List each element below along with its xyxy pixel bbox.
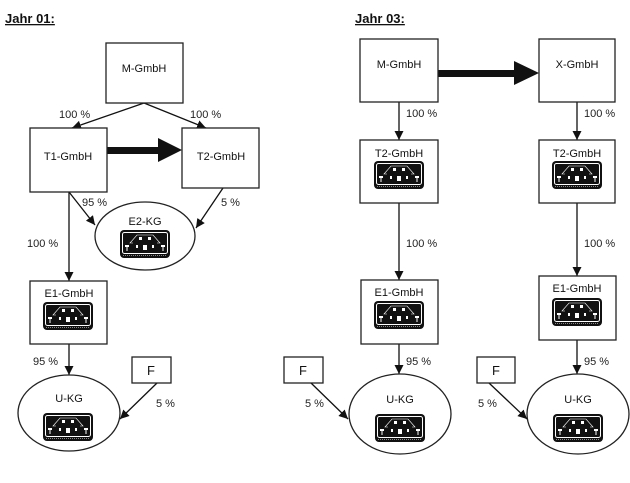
edge-label: 5 %: [478, 398, 497, 410]
edge-f-u: [119, 382, 158, 420]
node-label: E2-KG: [128, 216, 161, 228]
edge-t1-e2: [68, 191, 96, 226]
node-label: M-GmbH: [122, 63, 167, 75]
node-label: T2-GmbH: [197, 151, 245, 163]
edge-label: 95 %: [82, 197, 107, 209]
node-label: E1-GmbH: [45, 288, 94, 300]
edge-label: 5 %: [305, 398, 324, 410]
node-label: E1-GmbH: [553, 283, 602, 295]
panel-jahr-03: Jahr 03: M-GmbH X-GmbH T2-GmbH T2-GmbH E…: [283, 11, 630, 455]
house-icon: [374, 161, 424, 189]
node-t2-gmbh: [181, 127, 260, 189]
node-label: U-KG: [55, 393, 83, 405]
node-label: F: [147, 363, 155, 378]
node-m-gmbh: [359, 38, 439, 103]
edge-label: 5 %: [221, 197, 240, 209]
node-t1-gmbh: [29, 127, 108, 193]
node-label: X-GmbH: [556, 59, 599, 71]
node-label: T2-GmbH: [375, 148, 423, 160]
edge-t2-e2: [195, 187, 224, 229]
panel-title: Jahr 01:: [5, 11, 55, 26]
edge-label: 5 %: [156, 398, 175, 410]
edge-m-t1: [71, 102, 145, 130]
node-label: M-GmbH: [377, 59, 422, 71]
node-label: U-KG: [386, 394, 414, 406]
node-t2-gmbh: [538, 139, 616, 204]
edge-f-u: [310, 382, 349, 420]
house-icon: [552, 161, 602, 189]
edge-label: 100 %: [190, 109, 221, 121]
node-label: F: [299, 363, 307, 378]
house-icon: [374, 301, 424, 329]
edge-m-t2: [143, 102, 207, 129]
house-icon: [553, 414, 603, 442]
edge-f-u: [488, 382, 528, 420]
thick-arrow-icon: [438, 61, 539, 85]
edge-label: 100 %: [584, 108, 615, 120]
edge-label: 100 %: [406, 238, 437, 250]
node-m-gmbh: [105, 42, 184, 104]
house-icon: [552, 298, 602, 326]
edge-label: 95 %: [406, 356, 431, 368]
node-f: [476, 356, 516, 384]
edge-label: 100 %: [406, 108, 437, 120]
panel-title: Jahr 03:: [355, 11, 405, 26]
node-label: T1-GmbH: [44, 151, 92, 163]
node-label: F: [492, 363, 500, 378]
edge-label: 100 %: [27, 238, 58, 250]
panel-jahr-01: Jahr 01: M-GmbH T1-GmbH T2-GmbH E2-KG E1…: [5, 11, 260, 452]
house-icon: [43, 413, 93, 441]
node-label: T2-GmbH: [553, 148, 601, 160]
house-icon: [120, 230, 170, 258]
thick-arrow-icon: [107, 138, 182, 162]
edge-label: 100 %: [59, 109, 90, 121]
node-x-gmbh: [538, 38, 616, 103]
node-label: E1-GmbH: [375, 287, 424, 299]
node-f: [131, 356, 172, 384]
edge-label: 100 %: [584, 238, 615, 250]
house-icon: [43, 302, 93, 330]
edge-label: 95 %: [33, 356, 58, 368]
node-f: [283, 356, 324, 384]
node-label: U-KG: [564, 394, 592, 406]
house-icon: [375, 414, 425, 442]
edge-label: 95 %: [584, 356, 609, 368]
